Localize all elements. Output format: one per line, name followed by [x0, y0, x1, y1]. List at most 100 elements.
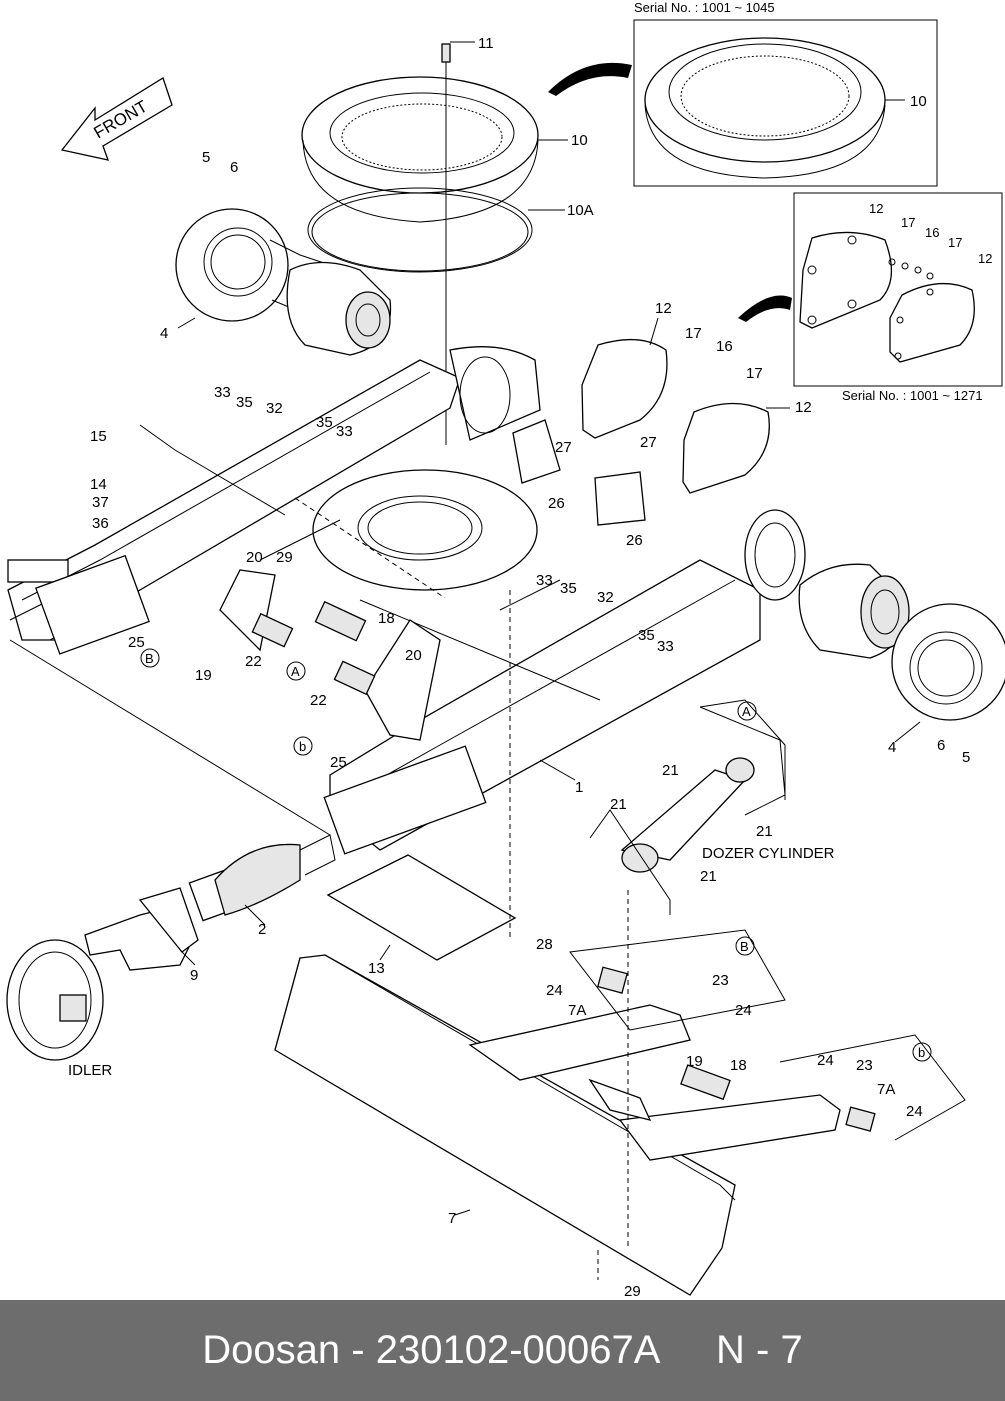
pin-18-lower [680, 1064, 731, 1101]
callout-9: 9 [190, 967, 198, 984]
group-b-frame [779, 1034, 966, 1141]
callout-26-upper: 26 [548, 495, 565, 512]
track-adjuster [188, 834, 336, 922]
inset-top-pointer [548, 62, 632, 96]
bush-22-b [333, 660, 376, 696]
callout-35-b: 35 [316, 414, 333, 431]
callout-12-lower: 12 [795, 399, 812, 416]
callout-7a-b: 7A [877, 1081, 895, 1098]
inset-right-callout-12a: 12 [869, 201, 883, 216]
callout-4-left: 4 [160, 325, 168, 342]
footer-part-number: 230102-00067A [375, 1328, 661, 1372]
pin-18-upper [314, 600, 367, 642]
callout-37: 37 [92, 494, 109, 511]
inset-right-callout-17a: 17 [901, 215, 915, 230]
callout-18-lower: 18 [730, 1057, 747, 1074]
callout-26-lower: 26 [626, 532, 643, 549]
front-arrow: FRONT [60, 77, 173, 161]
footer-gap [660, 1328, 716, 1373]
callout-13: 13 [368, 960, 385, 977]
marker-A-top: A [742, 704, 751, 719]
callout-29-upper: 29 [276, 549, 293, 566]
lower-frame [7, 346, 806, 855]
callout-23-b: 23 [856, 1057, 873, 1074]
callout-24-b-right: 24 [906, 1103, 923, 1120]
under-cover [326, 854, 517, 961]
callout-21-a: 21 [662, 762, 679, 779]
callout-19-left: 19 [195, 667, 212, 684]
callout-15: 15 [90, 428, 107, 445]
callout-7a-B: 7A [568, 1002, 586, 1019]
callout-10a: 10A [567, 202, 594, 219]
plate-26-lower [594, 471, 646, 526]
hidden-lines [294, 497, 629, 1280]
inset-top-serial: Serial No. : 1001 ~ 1045 [634, 0, 775, 15]
inset-swing-bearing: Serial No. : 1001 ~ 1045 10 [633, 0, 938, 187]
dozer-cylinder [589, 706, 786, 915]
idler-yoke [84, 887, 199, 971]
callout-22-left: 22 [245, 653, 262, 670]
callout-35-d: 35 [638, 627, 655, 644]
callout-33-a: 33 [214, 384, 231, 401]
callout-35-a: 35 [236, 394, 253, 411]
callout-33-b: 33 [336, 423, 353, 440]
marker-A-frame: A [291, 664, 300, 679]
callout-16: 16 [716, 338, 733, 355]
caption-dozer-cylinder: DOZER CYLINDER [702, 845, 835, 862]
callout-18-upper: 18 [378, 610, 395, 627]
inset-right-callout-17b: 17 [948, 235, 962, 250]
cover-lower [682, 402, 770, 494]
callout-10: 10 [571, 132, 588, 149]
callout-25-lower: 25 [330, 754, 347, 771]
callout-1: 1 [575, 779, 583, 796]
callout-17-lower: 17 [746, 365, 763, 382]
inset-right-pointer [738, 295, 792, 322]
callout-33-d: 33 [657, 638, 674, 655]
callout-32-right: 32 [597, 589, 614, 606]
inset-right-serial: Serial No. : 1001 ~ 1271 [842, 388, 983, 403]
marker-B-blade: B [740, 939, 749, 954]
callout-5-right: 5 [962, 749, 970, 766]
callout-11: 11 [478, 35, 494, 52]
callout-21-b: 21 [610, 796, 627, 813]
callout-19-lower: 19 [686, 1053, 703, 1070]
left-travel-motor [286, 261, 392, 356]
callout-27-lower: 27 [640, 434, 657, 451]
callout-6-left: 6 [230, 159, 238, 176]
callout-20-left: 20 [246, 549, 263, 566]
ref-markers: A A B B b b [140, 648, 932, 1062]
idler-wheel [6, 939, 104, 1061]
callout-6-right: 6 [937, 737, 945, 754]
exploded-parts-diagram: Serial No. : 1001 ~ 1045 10 12 17 16 17 … [6, 0, 1005, 1300]
callout-24-B-right: 24 [735, 1002, 752, 1019]
caption-idler: IDLER [68, 1062, 112, 1079]
group-A-frame [699, 699, 786, 800]
callouts: 11 10 10A 5 6 4 12 17 16 17 12 33 35 32 … [90, 35, 970, 1300]
callout-4-right: 4 [888, 739, 896, 756]
callout-25-left: 25 [128, 634, 145, 651]
callout-22-lower: 22 [310, 692, 327, 709]
callout-29-lower: 29 [624, 1283, 641, 1300]
footer-page: N - 7 [716, 1328, 803, 1372]
callout-12-upper: 12 [655, 300, 672, 317]
inset-covers: 12 17 16 17 12 Serial No. : 1001 ~ 1271 [793, 192, 1003, 403]
callout-leaders [177, 41, 921, 1216]
left-sprocket [175, 208, 331, 322]
dozer-blade [274, 954, 841, 1296]
callout-35-c: 35 [560, 580, 577, 597]
callout-27-upper: 27 [555, 439, 572, 456]
right-sprocket [891, 603, 1005, 721]
marker-B-frame: B [145, 651, 154, 666]
inset-right-callout-16: 16 [925, 225, 939, 240]
bushing-7a-b [597, 966, 628, 994]
inset-top-callout: 10 [910, 93, 927, 110]
footer-separator: - [340, 1328, 376, 1372]
bushing-7a-b-small [845, 1106, 876, 1132]
inset-right-callout-12b: 12 [978, 251, 992, 266]
right-travel-motor [798, 563, 910, 659]
marker-b-blade: b [918, 1045, 925, 1060]
plate-26-upper [512, 419, 561, 484]
callout-20-right: 20 [405, 647, 422, 664]
callout-5-left: 5 [202, 149, 210, 166]
callout-23-B: 23 [712, 972, 729, 989]
